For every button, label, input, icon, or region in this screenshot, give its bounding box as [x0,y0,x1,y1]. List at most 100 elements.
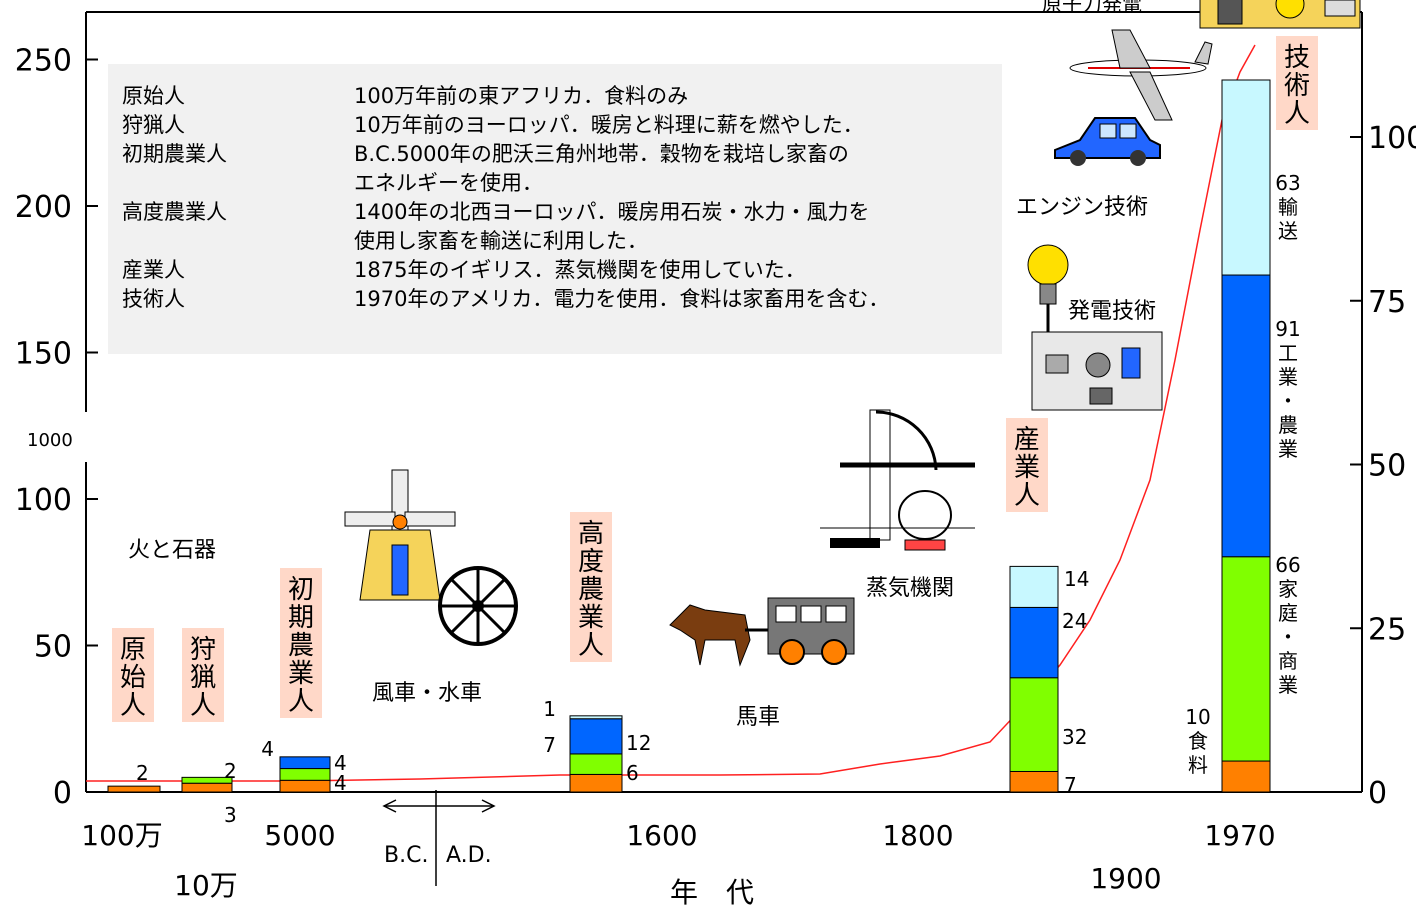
value-label: 1 [543,697,556,721]
ad-label: A.D. [446,843,492,868]
bar-segment [1221,556,1271,762]
category-tag-char: 期 [288,603,314,633]
value-label: 14 [1064,567,1089,591]
category-tag-char: 人 [190,691,216,721]
value-label: ・ [1278,389,1298,413]
value-label: 商 [1278,649,1298,673]
legend-row-desc: エネルギーを使用． [354,171,543,195]
category-tag-bg [112,628,154,722]
lightbulb-icon [1027,244,1069,335]
bar-segment [1221,274,1271,558]
left-tick-label: 50 [34,630,72,665]
legend-row-name: 狩猟人 [122,113,185,137]
right-tick-label: 100 [1368,121,1416,156]
category-tag-char: 始 [120,663,146,693]
right-tick-label: 50 [1368,449,1406,484]
right-tick-label: 75 [1368,285,1406,320]
value-label: ・ [1278,625,1298,649]
bar-segment [279,756,331,770]
annotation-nuclear: 原子力発電 [1042,0,1142,16]
legend-row-desc: 100万年前の東アフリカ．食料のみ [354,84,689,108]
car-icon [1054,117,1161,166]
legend-row-desc: 1970年のアメリカ．電力を使用．食料は家畜用を含む． [354,287,890,311]
bar-segment [279,768,331,781]
x-tick-label: 5000 [264,819,335,852]
category-tag-char: 業 [1014,453,1040,483]
bar-segment [1221,79,1271,276]
stacked-bars [107,79,1271,793]
x-tick-label: 1600 [626,819,697,852]
left-tick-label: 250 [15,44,72,79]
airplane-icon [1069,29,1213,121]
windmill-icon [344,469,456,601]
bar-segment [569,718,623,755]
left-tick-label: 0 [53,776,72,811]
value-label: 輸 [1278,195,1298,219]
category-tag-char: 人 [1284,99,1310,129]
value-label: 食 [1188,729,1208,753]
value-label: 工 [1278,341,1298,365]
category-tag-bg [1276,36,1318,130]
annotation-engine: エンジン技術 [1016,195,1148,220]
bar-segment [569,753,623,775]
category-tag-char: 初 [288,575,314,605]
value-label: 料 [1188,753,1208,777]
legend-row-desc: 1400年の北西ヨーロッパ．暖房用石炭・水力・風力を [354,200,870,224]
waterwheel-icon [438,566,518,646]
left-tick-label: 200 [15,190,72,225]
value-label: 庭 [1278,601,1298,625]
bar-segment [1009,770,1059,793]
bar-segment [569,773,623,793]
left-tick-label: 150 [15,337,72,372]
bar-segment [1009,606,1059,679]
category-tag-char: 術 [1284,71,1310,101]
category-tag-char: 産 [1014,425,1040,455]
value-label: 業 [1278,437,1298,461]
category-tag-char: 度 [578,547,604,577]
value-label: 農 [1278,413,1298,437]
category-tag-char: 狩 [190,635,216,665]
value-label: 7 [543,733,556,757]
value-label: 業 [1278,365,1298,389]
value-label: 業 [1278,673,1298,697]
value-label: 4 [261,737,274,761]
x-tick-label: 1970 [1204,819,1275,852]
value-label: 63 [1275,171,1300,195]
category-tag-bg [1006,418,1048,512]
annotation-windmill: 風車・水車 [372,681,482,706]
value-label: 4 [334,771,347,795]
value-label: 66 [1275,553,1300,577]
carriage-icon [669,597,855,667]
category-tag-char: 農 [578,575,604,605]
generator-icon [1031,331,1163,411]
bar-segment [569,715,623,720]
category-tag-char: 原 [120,635,146,665]
value-label: 32 [1062,725,1087,749]
category-tag-char: 猟 [190,663,216,693]
right-tick-label: 0 [1368,776,1387,811]
bar-segment [279,779,331,793]
legend-row-name: 技術人 [122,287,185,311]
steam-engine-icon [820,409,975,551]
category-tag-char: 人 [578,631,604,661]
legend-row-desc: B.C.5000年の肥沃三角州地帯．穀物を栽培し家畜の [354,142,849,166]
value-label: 2 [224,759,237,783]
value-label: 91 [1275,317,1300,341]
legend-row-name: 高度農業人 [122,200,227,224]
category-tag-char: 人 [288,687,314,717]
value-label: 2 [136,761,149,785]
legend-row-desc: 使用し家畜を輸送に利用した． [354,229,648,253]
x-tick-label: 1800 [882,819,953,852]
legend-row-name: 原始人 [122,84,185,108]
value-label: 10 [1185,705,1210,729]
bar-segment [107,785,161,793]
category-tag-char: 業 [288,659,314,689]
legend-row-name: 初期農業人 [122,142,227,166]
category-tag-char: 業 [578,603,604,633]
